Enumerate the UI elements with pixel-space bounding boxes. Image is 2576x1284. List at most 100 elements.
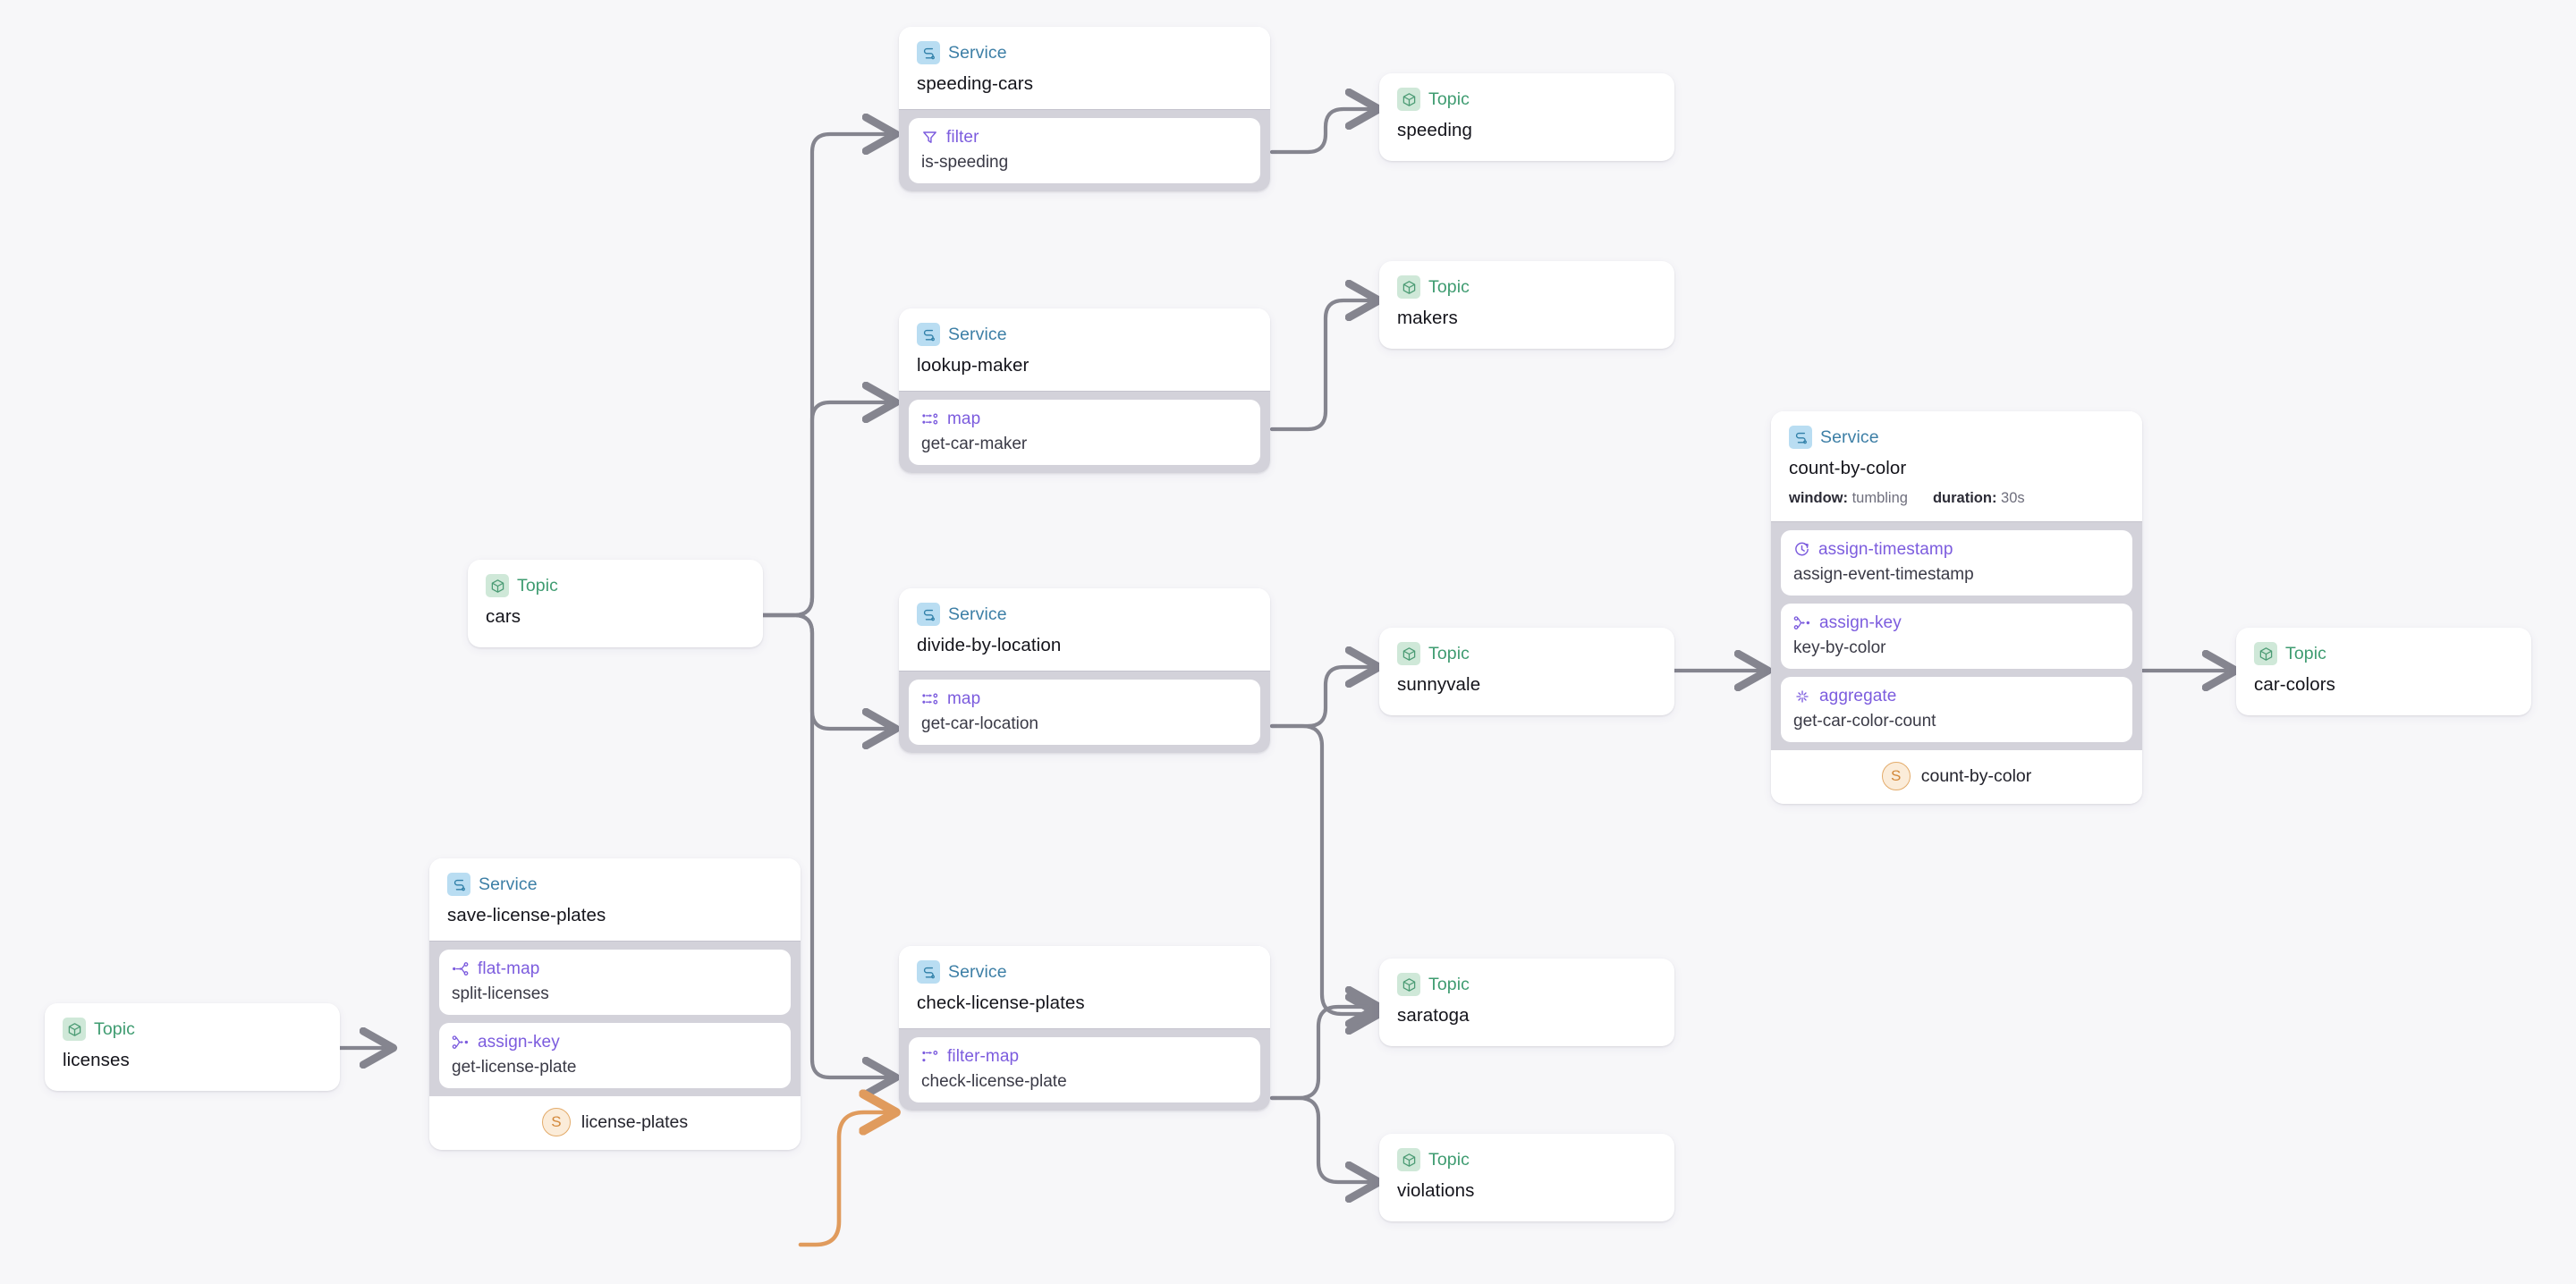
operator-filter[interactable]: filter is-speeding [909, 118, 1260, 183]
operator-name: check-license-plate [921, 1072, 1067, 1091]
operator-band: assign-timestamp assign-event-timestamp … [1771, 521, 2142, 750]
operator-map[interactable]: map get-car-location [909, 680, 1260, 745]
operator-type: aggregate [1819, 686, 1897, 705]
edge-divide-to-saratoga [1269, 723, 1377, 1014]
topic-name: cars [486, 606, 521, 627]
operator-header: filter [921, 128, 1248, 147]
service-name: check-license-plates [917, 993, 1085, 1013]
service-icon [917, 603, 940, 626]
operator-band: flat-map split-licenses assign-key get-l… [429, 941, 801, 1096]
operator-header: map [921, 689, 1248, 708]
operator-type: map [947, 409, 981, 428]
service-node-divide-by-location[interactable]: Service divide-by-location map get-car-l… [899, 588, 1270, 753]
operator-header: flat-map [452, 959, 778, 978]
service-meta: window: tumbling duration: 30s [1789, 490, 2124, 507]
service-kind-label: Service [948, 324, 1007, 344]
topic-kind-label: Topic [1428, 974, 1470, 994]
service-badge-row: Service [917, 41, 1252, 64]
topic-node-saratoga[interactable]: Topic saratoga [1379, 959, 1674, 1046]
topic-badge-row: Topic [486, 574, 745, 597]
service-badge-row: Service [917, 323, 1252, 346]
service-badge-row: Service [1789, 426, 2124, 449]
service-name: count-by-color [1789, 458, 1907, 478]
topic-node-cars[interactable]: Topic cars [468, 560, 763, 647]
operator-assign-key[interactable]: assign-key get-license-plate [439, 1023, 791, 1088]
window-key: window: [1789, 490, 1848, 506]
topic-node-makers[interactable]: Topic makers [1379, 261, 1674, 349]
topic-kind-label: Topic [1428, 643, 1470, 663]
topic-kind-label: Topic [517, 575, 559, 596]
service-header: Service speeding-cars [899, 27, 1270, 109]
operator-header: assign-timestamp [1793, 540, 2120, 559]
duration-meta: duration: 30s [1933, 490, 2025, 507]
edge-cars-to-divide-by-location [760, 612, 894, 729]
edge-speeding-cars-to-speeding [1269, 109, 1377, 155]
state-name: count-by-color [1920, 765, 2032, 786]
operator-filter-map[interactable]: filter-map check-license-plate [909, 1037, 1260, 1102]
service-node-count-by-color[interactable]: Service count-by-color window: tumbling … [1771, 411, 2142, 804]
operator-name: get-car-color-count [1793, 712, 1936, 731]
topic-badge-row: Topic [1397, 1148, 1657, 1171]
flat-map-icon [452, 960, 470, 978]
operator-band: map get-car-maker [899, 391, 1270, 473]
topic-node-car-colors[interactable]: Topic car-colors [2236, 628, 2531, 715]
assign-key-icon [452, 1034, 470, 1052]
service-badge-row: Service [917, 603, 1252, 626]
edge-cars-to-lookup-maker [760, 402, 894, 618]
service-node-check-license-plates[interactable]: Service check-license-plates filter-map … [899, 946, 1270, 1111]
operator-aggregate[interactable]: aggregate get-car-color-count [1781, 677, 2132, 742]
map-icon [921, 410, 939, 428]
filter-icon [921, 129, 938, 146]
topic-node-licenses[interactable]: Topic licenses [45, 1003, 340, 1091]
operator-flat-map[interactable]: flat-map split-licenses [439, 950, 791, 1015]
operator-map[interactable]: map get-car-maker [909, 400, 1260, 465]
operator-assign-timestamp[interactable]: assign-timestamp assign-event-timestamp [1781, 530, 2132, 596]
operator-type: filter-map [947, 1046, 1020, 1066]
duration-value: 30s [2001, 490, 2025, 506]
operator-header: assign-key [1793, 613, 2120, 632]
service-icon [917, 323, 940, 346]
operator-name: is-speeding [921, 153, 1009, 172]
operator-header: map [921, 410, 1248, 428]
topic-node-violations[interactable]: Topic violations [1379, 1134, 1674, 1221]
service-icon [917, 41, 940, 64]
operator-name: get-license-plate [452, 1058, 577, 1077]
service-header: Service check-license-plates [899, 946, 1270, 1028]
topic-badge-row: Topic [1397, 973, 1657, 996]
service-kind-label: Service [948, 42, 1007, 63]
service-node-lookup-maker[interactable]: Service lookup-maker map get-car-maker [899, 308, 1270, 473]
operator-type: assign-timestamp [1818, 539, 1953, 559]
edge-divide-to-sunnyvale [1269, 667, 1377, 729]
duration-key: duration: [1932, 490, 1997, 506]
service-header: Service lookup-maker [899, 308, 1270, 391]
topic-node-sunnyvale[interactable]: Topic sunnyvale [1379, 628, 1674, 715]
service-header: Service save-license-plates [429, 858, 801, 941]
topic-cube-icon [486, 574, 509, 597]
service-kind-label: Service [479, 874, 538, 894]
operator-assign-key[interactable]: assign-key key-by-color [1781, 604, 2132, 669]
service-icon [447, 873, 470, 896]
topic-kind-label: Topic [1428, 89, 1470, 109]
topic-node-speeding[interactable]: Topic speeding [1379, 73, 1674, 161]
service-kind-label: Service [948, 604, 1007, 624]
topic-name: makers [1397, 308, 1458, 328]
service-state[interactable]: S count-by-color [1771, 750, 2142, 804]
topic-badge-row: Topic [2254, 642, 2513, 665]
topic-name: car-colors [2254, 674, 2335, 695]
operator-name: assign-event-timestamp [1793, 565, 1974, 584]
edge-check-to-violations [1269, 1095, 1377, 1182]
edge-license-plates-state-to-check [798, 1112, 894, 1247]
service-node-save-license-plates[interactable]: Service save-license-plates flat-map spl… [429, 858, 801, 1150]
topic-cube-icon [1397, 642, 1420, 665]
operator-header: aggregate [1793, 687, 2120, 705]
service-state[interactable]: S license-plates [429, 1096, 801, 1150]
service-node-speeding-cars[interactable]: Service speeding-cars filter is-speeding [899, 27, 1270, 191]
operator-band: map get-car-location [899, 671, 1270, 753]
service-header: Service count-by-color window: tumbling … [1771, 411, 2142, 521]
service-name: lookup-maker [917, 355, 1030, 376]
topic-cube-icon [2254, 642, 2277, 665]
service-badge-row: Service [447, 873, 783, 896]
operator-type: map [947, 688, 981, 708]
edge-lookup-maker-to-makers [1269, 300, 1377, 432]
